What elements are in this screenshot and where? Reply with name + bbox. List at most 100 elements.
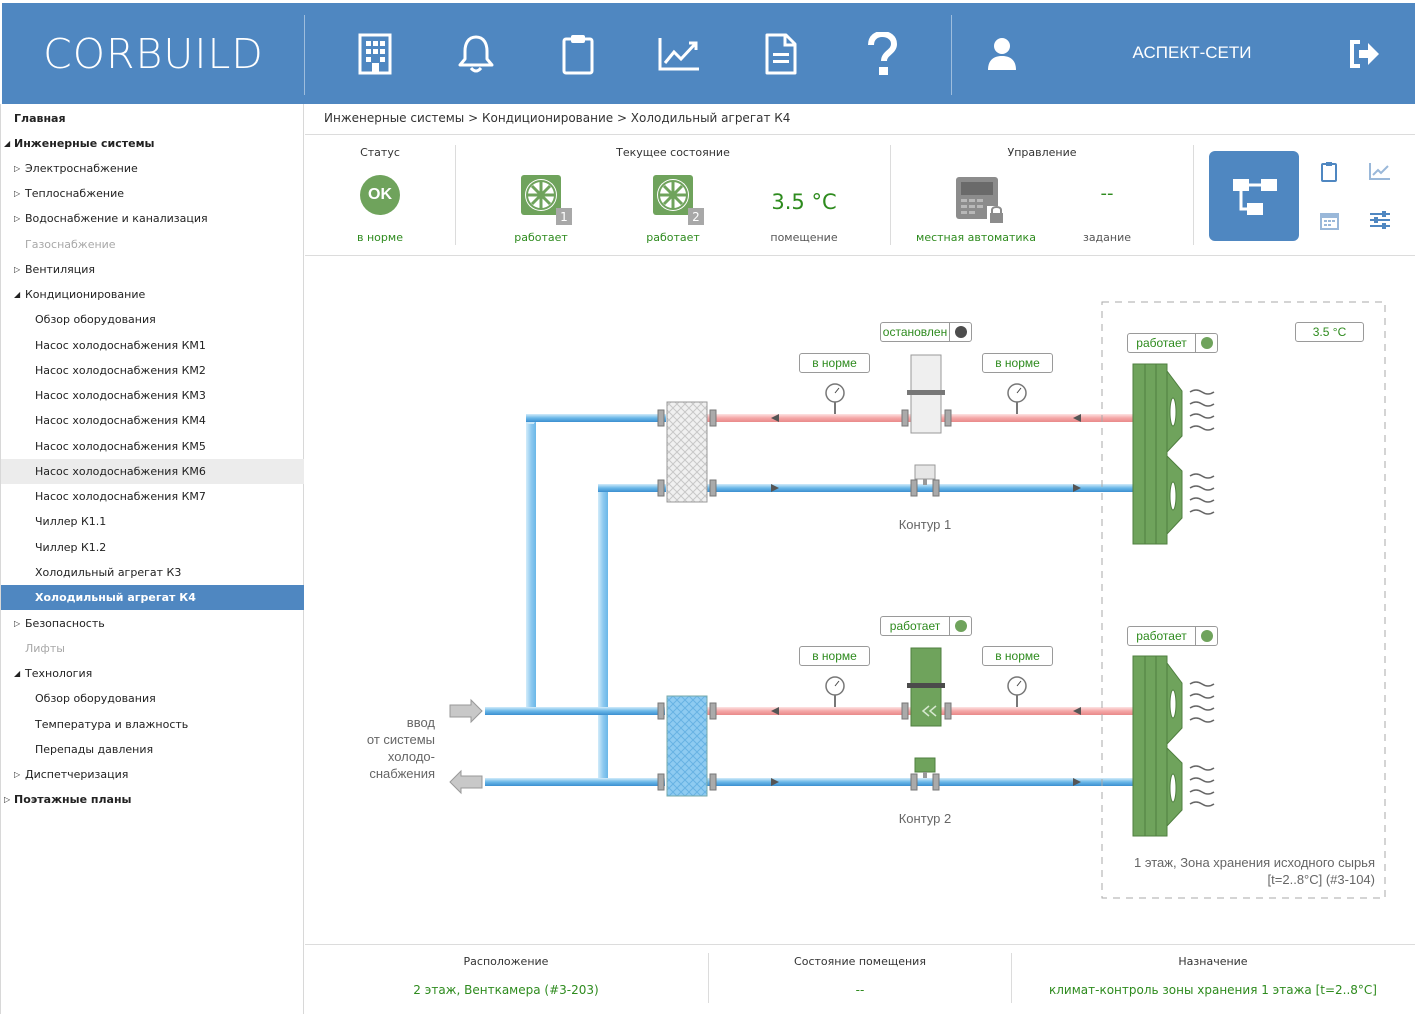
sidebar-item-technology[interactable]: ◢Технология (1, 661, 304, 686)
expanded-arrow-icon: ◢ (4, 139, 11, 148)
sidebar-item-km3[interactable]: Насос холодоснабжения КМ3 (35, 389, 206, 402)
zone-temperature[interactable]: 3.5 °C (1295, 322, 1364, 342)
location-value: 2 этаж, Венткамера (#3-203) (413, 983, 599, 997)
building-icon[interactable] (352, 31, 398, 77)
sidebar-item-gas[interactable]: Газоснабжение (25, 238, 116, 251)
sidebar-item-engineering[interactable]: ◢Инженерные системы (1, 131, 304, 156)
help-icon[interactable] (859, 31, 905, 77)
unit-2-number: 2 (692, 210, 700, 224)
user-name[interactable]: АСПЕКТ-СЕТИ (1132, 43, 1252, 62)
room-temperature-label: помещение (770, 231, 838, 244)
sidebar-item-heating[interactable]: ▷Теплоснабжение (1, 181, 304, 206)
sidebar-item-elevators[interactable]: Лифты (25, 642, 65, 655)
control-caption: Управление (1007, 146, 1077, 159)
chart-icon[interactable] (656, 31, 702, 77)
divider (890, 145, 891, 245)
sidebar-item-dispatching[interactable]: ▷Диспетчеризация (1, 762, 304, 787)
document-icon[interactable] (758, 31, 804, 77)
schematic-view-button[interactable] (1209, 151, 1299, 241)
sidebar-item-water[interactable]: ▷Водоснабжение и канализация (1, 206, 304, 231)
expanded-arrow-icon: ◢ (14, 290, 21, 299)
calendar-icon[interactable] (1320, 211, 1339, 234)
air-cooler-2 (1132, 655, 1183, 837)
sidebar-item-km4[interactable]: Насос холодоснабжения КМ4 (35, 414, 206, 427)
sidebar-item-equipment-overview[interactable]: Обзор оборудования (35, 313, 156, 326)
status-dot (954, 620, 967, 632)
unit-1-number: 1 (560, 210, 568, 224)
control-mode: местная автоматика (916, 231, 1036, 244)
collapsed-arrow-icon: ▷ (14, 164, 21, 173)
expanded-arrow-icon: ◢ (14, 669, 21, 678)
sidebar-item-unit-k3[interactable]: Холодильный агрегат К3 (35, 566, 182, 579)
sidebar-item-chiller-k1-2[interactable]: Чиллер К1.2 (35, 541, 107, 554)
sidebar-item-temp-humidity[interactable]: Температура и влажность (35, 718, 189, 731)
sidebar-item-km5[interactable]: Насос холодоснабжения КМ5 (35, 440, 206, 453)
collapsed-arrow-icon: ▷ (14, 619, 21, 628)
sidebar-item-power[interactable]: ▷Электроснабжение (1, 156, 304, 181)
loop2-pump-state[interactable]: работает (880, 616, 972, 636)
loop1-cooler-state[interactable]: работает (1127, 333, 1218, 353)
sidebar-item-km7[interactable]: Насос холодоснабжения КМ7 (35, 490, 206, 503)
sidebar-item-pressure-diff[interactable]: Перепады давления (35, 743, 154, 756)
room-state-caption: Состояние помещения (794, 955, 926, 968)
collapsed-arrow-icon: ▷ (14, 214, 21, 223)
loop1-name: Контур 1 (898, 517, 952, 532)
hierarchy-icon (1233, 179, 1277, 215)
sidebar-item-unit-k4[interactable]: Холодильный агрегат К4 (1, 585, 304, 610)
room-state-value: -- (855, 983, 865, 997)
sidebar: Главная ◢Инженерные системы ▷Электроснаб… (0, 104, 304, 1014)
sidebar-item-home[interactable]: Главная (14, 112, 66, 125)
logout-icon[interactable] (1342, 31, 1388, 77)
cooling-scheme: остановлен в норме в норме работает 3.5 … (305, 256, 1415, 944)
divider (708, 953, 709, 1003)
loop2-name: Контур 2 (898, 811, 952, 826)
sidebar-item-tech-overview[interactable]: Обзор оборудования (35, 692, 156, 705)
status-dot (954, 326, 967, 338)
breadcrumb[interactable]: Инженерные системы > Кондиционирование >… (324, 111, 791, 125)
collapsed-arrow-icon: ▷ (14, 189, 21, 198)
top-bar: CORBUILD АСПЕКТ-СЕТИ (2, 3, 1415, 104)
status-caption: Статус (360, 146, 400, 159)
fan-unit-1-icon[interactable] (520, 174, 574, 230)
sidebar-item-security[interactable]: ▷Безопасность (1, 611, 304, 636)
clipboard-icon[interactable] (555, 31, 601, 77)
status-value: в норме (357, 231, 403, 244)
sidebar-item-conditioning[interactable]: ◢Кондиционирование (1, 282, 304, 307)
loop1-pump-state[interactable]: остановлен (880, 322, 972, 342)
current-state-caption: Текущее состояние (616, 146, 730, 159)
toolbar-divider (951, 15, 952, 95)
setpoint-value: -- (1100, 183, 1114, 204)
sidebar-item-km1[interactable]: Насос холодоснабжения КМ1 (35, 339, 206, 352)
purpose-value: климат-контроль зоны хранения 1 этажа [t… (1049, 983, 1377, 997)
corbuild-logo[interactable]: CORBUILD (43, 29, 264, 78)
divider (305, 134, 1415, 135)
inlet-label: ввод от системы холодо- снабжения (366, 715, 435, 781)
chart-icon[interactable] (1369, 162, 1391, 184)
loop2-cooler-state[interactable]: работает (1127, 626, 1218, 646)
sidebar-item-floor-plans[interactable]: ▷Поэтажные планы (1, 787, 304, 812)
sidebar-item-chiller-k1-1[interactable]: Чиллер К1.1 (35, 515, 107, 528)
bell-icon[interactable] (453, 31, 499, 77)
loop2-pressure-right[interactable]: в норме (982, 646, 1053, 666)
sidebar-item-ventilation[interactable]: ▷Вентиляция (1, 257, 304, 282)
collapsed-arrow-icon: ▷ (14, 265, 21, 274)
status-dot (1200, 337, 1213, 349)
clipboard-icon[interactable] (1320, 161, 1338, 186)
user-icon[interactable] (979, 31, 1025, 77)
location-caption: Расположение (463, 955, 549, 968)
loop1-pressure-left[interactable]: в норме (799, 353, 870, 373)
sidebar-item-km6[interactable]: Насос холодоснабжения КМ6 (1, 459, 304, 484)
toolbar-divider (304, 15, 305, 95)
sidebar-item-km2[interactable]: Насос холодоснабжения КМ2 (35, 364, 206, 377)
fan-unit-2-icon[interactable] (652, 174, 706, 230)
loop2-pressure-left[interactable]: в норме (799, 646, 870, 666)
setpoint-label: задание (1082, 231, 1132, 244)
pipe-diagram (449, 301, 1386, 899)
collapsed-arrow-icon: ▷ (14, 770, 21, 779)
settings-sliders-icon[interactable] (1369, 211, 1391, 234)
divider (1193, 145, 1194, 245)
status-dot (1200, 630, 1213, 642)
loop1-pressure-right[interactable]: в норме (982, 353, 1053, 373)
status-ok-badge: OK (360, 175, 400, 215)
local-controller-icon[interactable] (955, 176, 1007, 230)
